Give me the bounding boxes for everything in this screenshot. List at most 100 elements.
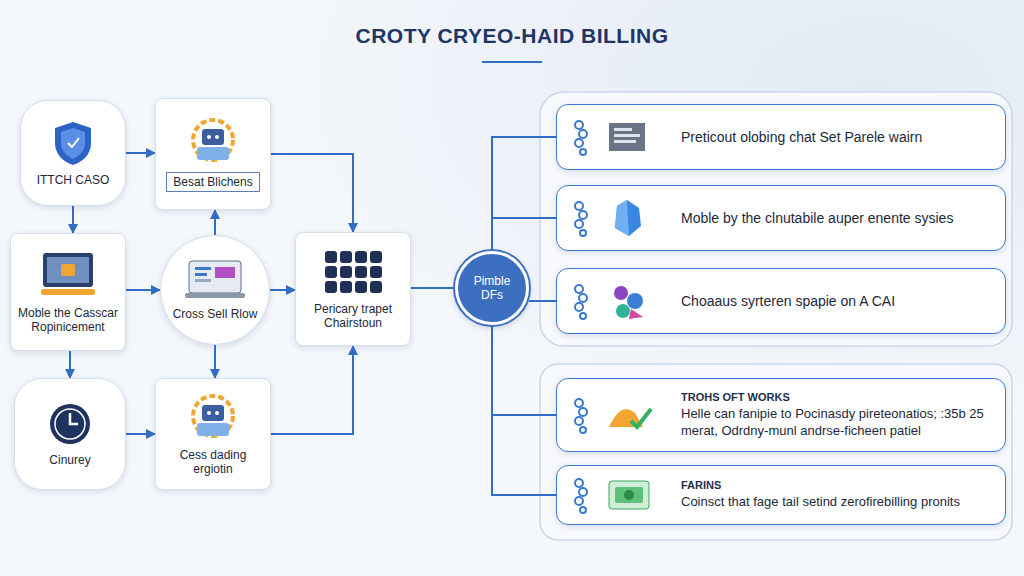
icon-part [202,405,224,421]
panel-text: Choaaus syrteren spapie on A CAI [681,293,895,310]
node-label: Moble the Casscar Ropinicement [17,306,119,335]
icon-part [185,293,245,298]
icon-part [186,392,240,442]
panel-frame [540,364,1012,540]
icon-part [207,411,211,415]
title-underline [482,61,542,63]
icon-part [37,250,99,300]
icon-part [575,121,583,129]
icon-part [195,279,211,282]
process-box: Moble the Casscar Ropinicement [10,233,126,351]
panel-text: Helle can fanipie to Pocinasdy pireteona… [681,406,991,439]
icon-part [202,129,224,145]
diagram-title: CROTY CRYEO-HAID BILLING [0,24,1024,48]
icon-part [575,303,583,311]
node-label: Pericary trapet Chairstoun [302,302,404,331]
icon-part [575,139,583,147]
icon-part [614,128,632,131]
icon-part [575,479,583,487]
icon-part [215,135,219,139]
icon-part [614,134,640,137]
icon-part [61,264,75,276]
icon-part [43,253,93,287]
icon-part [575,497,583,505]
hub-circle: Pimble DFs [455,251,529,325]
connector [72,206,74,233]
process-box: ITTCH CASO [20,100,126,206]
icon-part [575,399,583,407]
info-panel: FARINSCoinsct that fage tail setind zero… [556,465,1006,525]
connector [271,154,353,232]
icon-part [569,473,669,517]
node-label: Besat Blichens [166,172,259,192]
icon-part [579,130,587,138]
icon-part [579,408,587,416]
connector [126,289,160,291]
icon-part [61,128,85,159]
icon-part [207,135,211,139]
icon-part [627,293,643,309]
icon-part [629,309,643,319]
icon-part [47,401,93,447]
icon-part [325,266,337,278]
icon-part [580,149,586,155]
icon-part [215,267,235,278]
icon-part [195,267,211,270]
process-box: Cinurey [14,378,126,490]
connector [411,287,455,289]
icon-part [68,138,79,147]
icon-part [615,200,629,236]
icon-part [340,251,352,263]
icon-part [579,488,587,496]
connector [492,325,556,415]
icon-part [355,281,367,293]
process-box: Cess dading ergiotin [155,378,271,490]
icon-part [370,266,382,278]
icon-part [580,230,586,236]
process-box: Cross Sell Rlow [160,235,270,345]
icon-part [183,259,247,301]
icon-part [615,487,643,503]
panel-frame [540,92,1012,346]
connector [126,152,155,154]
connector [214,345,216,378]
icon-part [215,411,219,415]
icon-part [614,286,628,300]
icon-part [193,396,233,436]
icon-part [340,266,352,278]
info-panel: Preticout olobing chat Set Parele wairn [556,104,1006,170]
process-box: Besat Blichens [155,98,271,210]
icon-part [631,409,651,427]
icon-part [579,294,587,302]
icon-part [193,120,233,160]
node-label: Pimble DFs [464,274,520,303]
icon-part [195,273,207,276]
info-panel: Choaaus syrteren spapie on A CAI [556,268,1006,334]
connector [271,346,353,434]
icon-part [325,281,337,293]
icon-part [614,140,636,143]
icon-part [609,481,649,509]
node-label: Cross Sell Rlow [173,307,258,321]
icon-part [70,413,78,424]
icon-part [55,122,91,165]
icon-part [355,251,367,263]
info-panel: TROHS OFT WORKSHelle can fanipie to Poci… [556,378,1006,452]
icon-part [370,251,382,263]
icon-part [609,123,645,151]
icon-part [55,409,85,439]
icon-part [580,313,586,319]
connector [492,137,556,251]
panel-text: Coinsct that fage tail setind zerofirebi… [681,494,960,510]
panel-text: Moble by the clnutabile auper enente sys… [681,210,953,227]
icon-part [569,279,669,323]
icon-part [575,202,583,210]
connector [69,351,71,378]
icon-part [580,507,586,513]
icon-part [575,417,583,425]
icon-part [355,266,367,278]
icon-part [580,427,586,433]
icon-part [624,490,634,500]
panel-text: Preticout olobing chat Set Parele wairn [681,129,922,146]
